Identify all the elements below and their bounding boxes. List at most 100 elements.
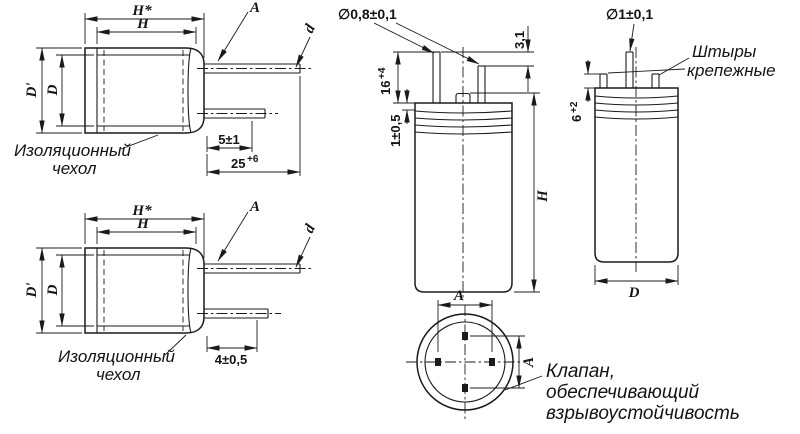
lead-bottom <box>197 308 281 319</box>
bead-line <box>594 102 679 106</box>
dim-spacing-vertical: A <box>470 335 537 389</box>
dim-label-5: 5±1 <box>218 132 240 147</box>
dim-label-bead: 1±0,5 <box>388 115 403 147</box>
dim-lead-spacing: A <box>217 0 260 62</box>
sleeve-callout: Изоляционный чехол <box>58 334 187 384</box>
leader-line <box>504 375 543 391</box>
side-view-bottom: H* H D' D A d <box>24 199 319 384</box>
dim-h: H <box>96 16 197 44</box>
lead-pin-right <box>477 65 486 103</box>
dim-label-h: H <box>136 216 150 232</box>
lead-pin-left <box>432 51 441 103</box>
valve-label-line1: Клапан, <box>546 361 615 382</box>
front-view-right: ∅1±0,1 Штыры крепежные 6 +2 D <box>569 6 776 301</box>
capacitor-body <box>594 87 679 263</box>
dim-label-4: 4±0,5 <box>215 352 247 367</box>
dim-label-d-outer: D' <box>24 83 40 99</box>
dim-label-d-can: D <box>45 284 61 296</box>
lead-bottom <box>197 108 278 119</box>
leader-line <box>120 134 159 150</box>
dim-label-d-lead: d <box>301 222 319 236</box>
bead-line <box>414 110 513 114</box>
pin-mark <box>462 384 468 392</box>
dim-label-25-tol: +6 <box>247 154 259 165</box>
dim-h-star: H* <box>84 203 205 258</box>
valve-label-line2: обеспечивающий <box>546 382 700 403</box>
dim-lead-gap: 4±0,5 <box>206 320 258 367</box>
pin-mark <box>462 332 468 340</box>
dim-label-25: 25 <box>231 156 245 171</box>
pins-callout: Штыры крепежные <box>607 42 776 80</box>
pins-label-line2: крепежные <box>687 61 776 80</box>
dim-label-h-star: H* <box>131 203 152 219</box>
side-view-top: H* H D' D A d <box>14 0 319 178</box>
leader-line <box>607 68 686 74</box>
dim-label-offset: 3,1 <box>512 31 527 49</box>
dim-lead-gap: 5±1 <box>206 121 253 152</box>
dim-spacing-horizontal: A <box>437 288 493 352</box>
lead-top <box>197 263 313 274</box>
dim-h: H <box>96 216 197 244</box>
dim-diameter: D <box>594 265 679 301</box>
pin-mark <box>435 358 441 366</box>
valve-callout: Клапан, обеспечивающий взрывоустойчивост… <box>504 361 740 424</box>
dim-pin-dia: ∅1±0,1 <box>606 6 653 52</box>
capacitor-body <box>84 247 205 334</box>
mounting-stub-right <box>651 73 660 88</box>
dim-d-can: D <box>45 54 94 127</box>
dim-label-h: H <box>136 16 150 32</box>
sleeve-label-line2: чехол <box>96 365 141 384</box>
crimp-groove <box>187 247 192 334</box>
dim-pin-offset: 3,1 <box>441 26 534 92</box>
terminal-pin <box>625 51 634 88</box>
leader-line <box>658 57 690 76</box>
sleeve-label-line1: Изоляционный <box>58 347 175 366</box>
bead-line <box>414 131 513 135</box>
dim-label-16: 16 <box>378 81 393 95</box>
dim-label-height: H <box>535 189 551 203</box>
dim-label-diameter: D <box>628 285 640 301</box>
mounting-stub-left <box>599 73 608 88</box>
pin-mark <box>489 358 495 366</box>
dim-label-d-can: D <box>45 84 61 96</box>
valve-label-line3: взрывоустойчивость <box>546 403 740 424</box>
lead-top <box>197 63 313 74</box>
dim-label-a: A <box>249 199 260 215</box>
dim-label-16-tol: +4 <box>377 67 388 79</box>
dim-label-d-lead: d <box>301 22 319 36</box>
dim-pin-length: 16 +4 <box>377 51 433 104</box>
dim-label-pin-dia: ∅1±0,1 <box>606 6 653 22</box>
bead-line <box>414 117 513 121</box>
dim-lead-dia: d <box>295 22 319 68</box>
dim-label-6-tol: +2 <box>569 101 580 113</box>
dim-d-outer: D' <box>24 47 82 134</box>
dim-label-a: A <box>249 0 260 16</box>
front-view-mid: ∅0,8±0,1 3,1 16 +4 1±0,5 <box>338 6 551 301</box>
dim-label-6: 6 <box>569 115 584 122</box>
dim-label-pin-length: 16 +4 <box>377 67 393 95</box>
capacitor-body <box>414 102 513 293</box>
dim-bead: 1±0,5 <box>388 89 415 147</box>
dim-h-star: H* <box>84 3 205 58</box>
bead-line <box>594 109 679 113</box>
leader-line <box>164 334 187 356</box>
dim-label-lead-dia: ∅0,8±0,1 <box>338 6 397 22</box>
dim-lead-dia: ∅0,8±0,1 <box>338 6 480 65</box>
dim-lead-dia: d <box>295 222 319 268</box>
sleeve-label-line1: Изоляционный <box>14 141 131 160</box>
crimp-groove <box>187 47 192 134</box>
dim-label-d-outer: D' <box>24 283 40 299</box>
dim-lead-spacing: A <box>217 199 260 262</box>
dim-label-stub-length: 6 +2 <box>569 101 584 122</box>
dim-label-a-vertical: A <box>521 357 537 368</box>
dim-d-can: D <box>45 254 94 327</box>
sleeve-label-line2: чехол <box>52 159 97 178</box>
sleeve-callout: Изоляционный чехол <box>14 134 159 178</box>
bottom-view: A A Клапан, обеспечивающий взрывоустойчи… <box>406 288 740 424</box>
dim-height: H <box>470 92 551 293</box>
bead-line <box>414 124 513 128</box>
bead-line <box>594 95 679 99</box>
pins-label-line1: Штыры <box>692 42 757 61</box>
